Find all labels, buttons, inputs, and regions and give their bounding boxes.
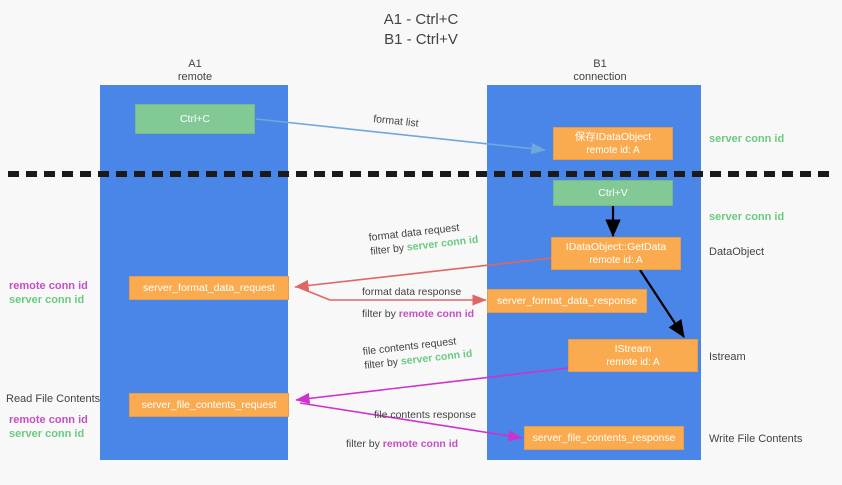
box-server-file-contents-response[interactable]: server_file_contents_response	[524, 426, 684, 450]
box-server-format-data-request[interactable]: server_format_data_request	[129, 276, 289, 300]
box-ctrl-v-label: Ctrl+V	[598, 186, 628, 199]
arrow-format-data-request	[294, 257, 553, 292]
page-title: A1 - Ctrl+C B1 - Ctrl+V	[383, 11, 459, 48]
note-right-server-conn-id-2: server conn id	[709, 211, 785, 223]
box-server-format-data-request-label: server_format_data_request	[143, 281, 275, 294]
box-istream-label: IStream	[614, 342, 652, 355]
box-idataobject-getdata[interactable]: IDataObject::GetData remote id: A	[551, 237, 681, 270]
note-right-dataobject: DataObject	[709, 246, 765, 258]
arrow-format-data-response-tail	[299, 287, 331, 301]
filter-prefix: filter by	[362, 308, 399, 320]
lane-header-a1: A1 remote	[125, 58, 265, 84]
box-server-format-data-response-label: server_format_data_response	[496, 294, 638, 307]
edge-label-format-data-response-text: format data response	[362, 286, 462, 298]
filter-prefix: filter by	[346, 438, 383, 450]
note-right-write-file-contents: Write File Contents	[709, 433, 803, 445]
token-remote-conn-id: remote conn id	[398, 308, 475, 320]
edge-label-file-contents-response-text: file contents response	[374, 409, 477, 421]
box-istream-sublabel: remote id: A	[606, 356, 660, 368]
box-idataobject-getdata-sublabel: remote id: A	[589, 254, 643, 266]
box-ctrl-c[interactable]: Ctrl+C	[135, 104, 255, 134]
box-ctrl-c-label: Ctrl+C	[179, 112, 211, 125]
note-left-server-conn-id-1: server conn id	[9, 294, 85, 306]
box-server-file-contents-request-label: server_file_contents_request	[141, 398, 277, 411]
lane-header-b1-title: B1	[593, 58, 607, 70]
box-server-file-contents-response-label: server_file_contents_response	[532, 431, 676, 444]
lane-header-a1-title: A1	[188, 58, 202, 70]
box-server-format-data-response[interactable]: server_format_data_response	[487, 289, 647, 313]
arrow-format-list	[255, 118, 546, 155]
edge-label-format-data-response-filter: filter by remote conn id	[362, 307, 474, 321]
note-left-server-conn-id-2: server conn id	[9, 428, 85, 440]
token-remote-conn-id: remote conn id	[382, 438, 459, 450]
note-right-server-conn-id-1: server conn id	[709, 133, 785, 145]
note-left-remote-conn-id-2: remote conn id	[9, 414, 88, 426]
lane-header-b1: B1 connection	[530, 58, 670, 84]
note-right-istream: Istream	[709, 351, 746, 363]
box-ctrl-v[interactable]: Ctrl+V	[553, 180, 673, 206]
box-save-idataobject-sublabel: remote id: A	[586, 144, 640, 156]
edge-label-format-data-response: format data response filter by remote co…	[362, 285, 474, 321]
box-istream[interactable]: IStream remote id: A	[568, 339, 698, 372]
box-save-idataobject[interactable]: 保存IDataObject remote id: A	[553, 127, 673, 160]
arrow-file-contents-response	[299, 402, 523, 442]
edge-label-file-contents-response-filter: filter by remote conn id	[346, 437, 458, 451]
box-idataobject-getdata-label: IDataObject::GetData	[565, 240, 667, 253]
arrow-getdata-to-istream	[639, 269, 685, 338]
box-save-idataobject-label: 保存IDataObject	[574, 130, 652, 143]
lane-header-a1-subtitle: remote	[177, 71, 213, 83]
note-left-remote-conn-id-1: remote conn id	[9, 280, 88, 292]
note-left-read-file-contents: Read File Contents	[6, 393, 101, 405]
lane-header-b1-subtitle: connection	[573, 71, 627, 83]
box-server-file-contents-request[interactable]: server_file_contents_request	[129, 393, 289, 417]
arrow-file-contents-request	[295, 367, 569, 404]
edge-label-file-contents-response: file contents response	[374, 408, 476, 422]
